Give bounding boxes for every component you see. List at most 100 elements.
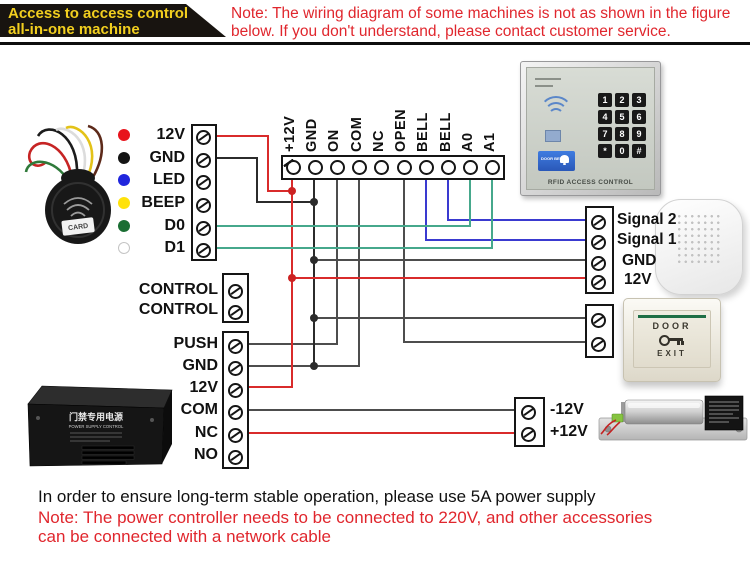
- doorbell-pin-label: Signal 1: [617, 231, 677, 248]
- indicator-mark: [535, 85, 553, 87]
- doorbell-device: [655, 199, 743, 295]
- keypad-keys: 1 2 3 4 5 6 7 8 9 * 0 #: [598, 93, 646, 158]
- exit-green-band: [638, 315, 706, 318]
- lock-label-box: [704, 395, 744, 431]
- screw-icon: [228, 382, 243, 398]
- power-pin-label: NO: [194, 446, 218, 463]
- pin-dot-12v-icon: [118, 129, 130, 141]
- doorbell-pin-label: Signal 2: [617, 211, 677, 228]
- exit-exit-text: EXIT: [657, 349, 687, 358]
- screw-icon: [484, 160, 500, 175]
- strip-label: COM: [349, 116, 365, 152]
- doorbell-button: DOOR BELL: [538, 151, 575, 171]
- keypad-panel: 1 2 3 4 5 6 7 8 9 * 0 # DOOR BELL RFID A…: [526, 67, 655, 190]
- card-reader-device: CARD: [24, 124, 111, 244]
- screw-icon: [352, 160, 368, 175]
- power-supply-device: 门禁专用电源 POWER SUPPLY CONTROL: [27, 385, 173, 467]
- screw-icon: [308, 160, 324, 175]
- bell-icon: [560, 155, 569, 165]
- lock-pin-label: -12V: [550, 401, 584, 418]
- badge-line2: all-in-one machine: [8, 20, 140, 38]
- screw-icon: [440, 160, 456, 175]
- pin-dot-d0-icon: [118, 220, 130, 232]
- doorbell-terminal-block: [585, 206, 614, 294]
- key-4: 4: [598, 110, 612, 124]
- screw-icon: [228, 338, 243, 354]
- screw-icon: [196, 197, 211, 213]
- doorbell-button-label: DOOR BELL: [541, 156, 565, 161]
- signal-waves-icon: [548, 108, 564, 124]
- doorbell-pin-label: 12V: [624, 271, 652, 288]
- power-terminal-block: [222, 331, 249, 469]
- screw-icon: [591, 336, 606, 352]
- indicator-mark: [535, 78, 561, 80]
- key-0: 0: [615, 144, 629, 158]
- strip-label: +12V: [282, 115, 298, 152]
- lock-pin-label: +12V: [550, 423, 588, 440]
- signal-waves-icon: [544, 102, 568, 126]
- key-7: 7: [598, 127, 612, 141]
- strip-label: BELL: [415, 112, 431, 152]
- screw-icon: [228, 283, 243, 299]
- keypad-brand-text: RFID ACCESS CONTROL: [547, 179, 634, 186]
- screw-icon: [228, 360, 243, 376]
- card-text: CARD: [68, 223, 89, 232]
- screw-icon: [591, 214, 606, 230]
- reader-wave-icon: [63, 197, 93, 217]
- key-1: 1: [598, 93, 612, 107]
- pin-label: BEEP: [141, 194, 185, 211]
- psu-title: 门禁专用电源: [69, 411, 123, 422]
- signal-waves-icon: [539, 96, 573, 130]
- screw-icon: [286, 160, 301, 175]
- header-note: Note: The wiring diagram of some machine…: [231, 5, 731, 40]
- key-8: 8: [615, 127, 629, 141]
- reader-card-label: CARD: [61, 217, 95, 236]
- reader-pin-row: D1: [110, 238, 185, 258]
- strip-label: GND: [304, 118, 320, 152]
- key-5: 5: [615, 110, 629, 124]
- psu-subtitle: POWER SUPPLY CONTROL: [69, 424, 124, 429]
- power-pin-label: NC: [194, 424, 218, 441]
- rfid-keypad-device: 1 2 3 4 5 6 7 8 9 * 0 # DOOR BELL RFID A…: [520, 61, 661, 196]
- pin-label: GND: [149, 149, 185, 166]
- screw-icon: [196, 152, 211, 168]
- power-pin-label: 12V: [189, 379, 218, 396]
- screw-icon: [228, 449, 243, 465]
- screw-icon: [521, 404, 536, 420]
- reader-terminal-block: [191, 124, 217, 261]
- speaker-grille-icon: [676, 213, 722, 263]
- strip-label: OPEN: [393, 108, 409, 152]
- screw-icon: [418, 160, 434, 175]
- control-label: CONTROL: [138, 281, 218, 298]
- key-3: 3: [632, 93, 646, 107]
- reader-pin-row: 12V: [110, 125, 185, 145]
- screw-icon: [591, 274, 606, 290]
- pin-dot-d1-icon: [118, 242, 130, 254]
- exit-terminal-block: [585, 304, 614, 358]
- exit-door-text: DOOR: [652, 321, 692, 331]
- key-9: 9: [632, 127, 646, 141]
- screw-icon: [591, 255, 606, 271]
- pin-label: 12V: [156, 126, 185, 143]
- control-label: CONTROL: [138, 301, 218, 318]
- reader-pin-row: D0: [110, 216, 185, 236]
- pin-label: D0: [164, 217, 185, 234]
- screw-icon: [228, 404, 243, 420]
- screw-icon: [591, 234, 606, 250]
- key-2: 2: [615, 93, 629, 107]
- strip-label: ON: [326, 129, 342, 152]
- screw-icon: [396, 160, 412, 175]
- power-pin-label: COM: [180, 401, 218, 418]
- machine-terminal-strip: [281, 155, 505, 180]
- psu-vents: [81, 445, 135, 465]
- doorbell-pin-label: GND: [622, 252, 657, 269]
- screw-icon: [196, 220, 211, 236]
- reader-pin-row: LED: [110, 170, 185, 190]
- key-icon: [659, 335, 685, 346]
- screw-icon: [196, 174, 211, 190]
- strip-label: A1: [482, 132, 498, 152]
- power-pin-label: PUSH: [173, 335, 218, 352]
- title-badge: Access to access control all-in-one mach…: [0, 4, 226, 37]
